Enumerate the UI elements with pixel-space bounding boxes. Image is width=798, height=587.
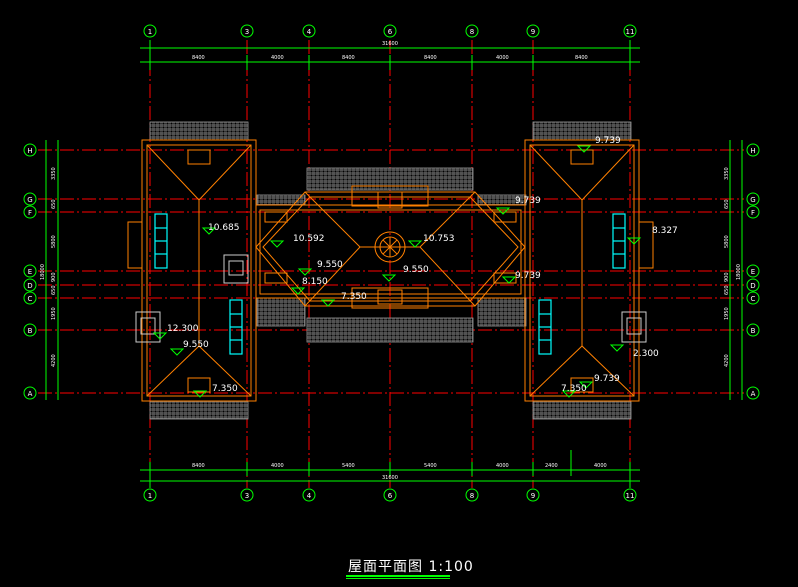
elevation-e3: 10.685 <box>208 223 240 233</box>
left-dim: 3350 <box>51 167 57 180</box>
bottom-dim: 5400 <box>342 463 355 469</box>
right-dim: 4200 <box>724 354 730 367</box>
col-label-bottom: 6 <box>388 492 393 500</box>
row-label-left: E <box>28 268 32 276</box>
roof-outline <box>127 139 654 402</box>
right-dim: 900 <box>724 272 730 282</box>
col-label-top: 6 <box>388 28 393 36</box>
elevation-e14: 2.300 <box>633 349 659 359</box>
elevation-e2: 9.739 <box>515 196 541 206</box>
elevation-e16: 7.350 <box>212 384 238 394</box>
left-dimension-labels: 3350 650 5800 900 650 1950 4200 18000 <box>40 167 57 367</box>
right-total: 18000 <box>736 264 742 280</box>
top-dim: 8400 <box>575 55 588 61</box>
left-dim: 650 <box>51 199 57 209</box>
col-label-top: 4 <box>307 28 312 36</box>
elevation-labels: 9.739 9.739 10.685 10.592 10.753 8.327 9… <box>167 136 678 394</box>
col-label-bottom: 11 <box>626 492 635 500</box>
elevation-e15: 9.739 <box>594 374 620 384</box>
axis-bubble-labels: 1 3 4 6 8 9 11 1 3 4 6 8 9 11 H G F E D … <box>27 28 755 500</box>
col-label-top: 11 <box>626 28 635 36</box>
right-dim: 650 <box>724 199 730 209</box>
elevation-e11: 7.350 <box>341 292 367 302</box>
drawing-title: 屋面平面图 1:100 <box>348 559 474 575</box>
elevation-e10: 8.150 <box>302 277 328 287</box>
dimension-labels: 31600 8400 4000 8400 8400 4000 8400 8400… <box>192 41 607 481</box>
top-total: 31600 <box>382 41 398 47</box>
elevation-markers <box>152 145 642 398</box>
row-label-left: G <box>27 196 32 204</box>
col-label-top: 8 <box>470 28 474 36</box>
top-dim: 4000 <box>496 55 509 61</box>
left-total: 18000 <box>40 264 46 280</box>
col-label-bottom: 9 <box>531 492 535 500</box>
left-dim: 1950 <box>51 307 57 320</box>
right-dim: 650 <box>724 285 730 295</box>
dimension-lines <box>45 40 743 488</box>
bottom-dim: 5400 <box>424 463 437 469</box>
chimneys <box>135 254 647 343</box>
col-label-bottom: 8 <box>470 492 474 500</box>
bottom-dim: 4000 <box>496 463 509 469</box>
row-label-left: D <box>27 282 32 290</box>
top-dim: 8400 <box>424 55 437 61</box>
bottom-dim: 8400 <box>192 463 205 469</box>
row-label-right: C <box>751 295 756 303</box>
row-label-left: F <box>28 209 32 217</box>
bottom-dim: 4000 <box>271 463 284 469</box>
elevation-e7: 9.550 <box>317 260 343 270</box>
elevation-e5: 10.753 <box>423 234 455 244</box>
bottom-total: 31600 <box>382 475 398 481</box>
elevation-e8: 9.550 <box>403 265 429 275</box>
row-label-right: D <box>750 282 755 290</box>
elevation-e6: 8.327 <box>652 226 678 236</box>
elevation-e4: 10.592 <box>293 234 325 244</box>
eave-hatching <box>149 121 632 420</box>
row-label-right: E <box>751 268 755 276</box>
elevation-e12: 12.300 <box>167 324 199 334</box>
elevation-e1: 9.739 <box>595 136 621 146</box>
left-dim: 650 <box>51 285 57 295</box>
right-dim: 3350 <box>724 167 730 180</box>
elevation-e17: 7.350 <box>561 384 587 394</box>
row-label-right: A <box>751 390 756 398</box>
central-rosette <box>374 231 406 263</box>
col-label-top: 3 <box>245 28 249 36</box>
row-label-right: F <box>751 209 755 217</box>
left-dim: 900 <box>51 272 57 282</box>
col-label-top: 9 <box>531 28 535 36</box>
row-label-right: G <box>750 196 755 204</box>
row-label-left: H <box>27 147 32 155</box>
col-label-bottom: 4 <box>307 492 312 500</box>
row-label-left: A <box>28 390 33 398</box>
axis-bubbles <box>23 24 760 502</box>
right-dimension-labels: 3350 650 5800 900 650 1950 4200 18000 <box>724 167 742 367</box>
row-label-left: C <box>28 295 33 303</box>
top-dim: 8400 <box>192 55 205 61</box>
elevation-e9: 9.739 <box>515 271 541 281</box>
row-label-right: H <box>750 147 755 155</box>
left-dim: 5800 <box>51 235 57 248</box>
top-dim: 8400 <box>342 55 355 61</box>
row-label-left: B <box>28 327 33 335</box>
bottom-dim: 4000 <box>594 463 607 469</box>
axis-grid <box>38 40 744 488</box>
elevation-e13: 9.550 <box>183 340 209 350</box>
right-dim: 5800 <box>724 235 730 248</box>
title-underline <box>346 575 450 577</box>
row-label-right: B <box>751 327 756 335</box>
col-label-bottom: 1 <box>148 492 152 500</box>
top-dim: 4000 <box>271 55 284 61</box>
title-underline-thin <box>346 578 450 579</box>
bottom-dim: 2400 <box>545 463 558 469</box>
skylights <box>154 213 626 355</box>
left-dim: 4200 <box>51 354 57 367</box>
right-dim: 1950 <box>724 307 730 320</box>
col-label-bottom: 3 <box>245 492 249 500</box>
col-label-top: 1 <box>148 28 152 36</box>
